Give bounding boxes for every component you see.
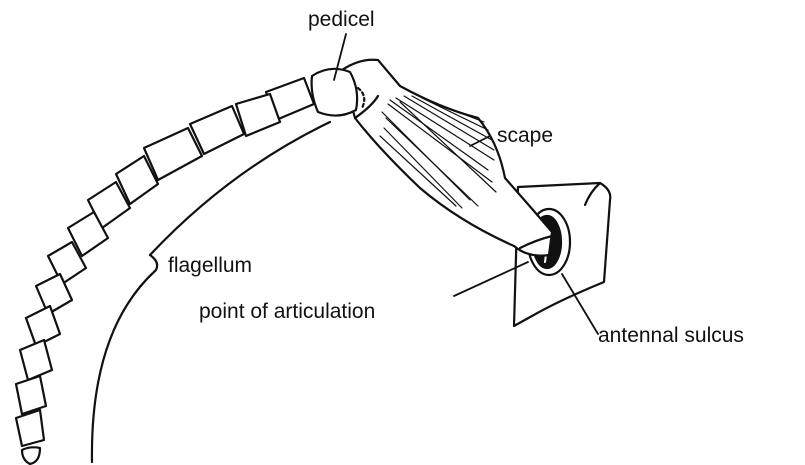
flagellum-segments [16,78,314,464]
label-pedicel: pedicel [308,8,375,31]
scape-segment [342,60,552,256]
label-flagellum: flagellum [168,254,252,277]
label-antennal-sulcus: antennal sulcus [598,324,744,347]
label-scape: scape [497,124,553,147]
label-point-of-articulation: point of articulation [199,300,375,323]
